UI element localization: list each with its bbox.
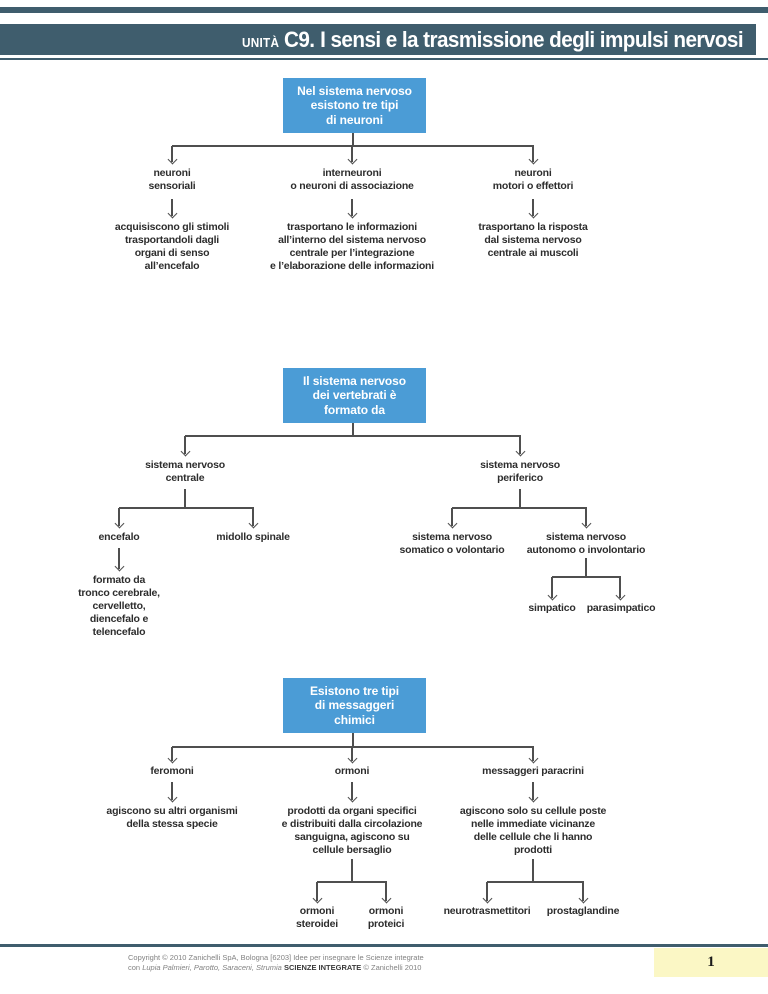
node-prostaglandine: prostaglandine: [546, 905, 620, 917]
arrow-down-icon: [446, 508, 459, 528]
page-number: 1: [707, 954, 715, 970]
node-parasimpatico: parasimpatico: [586, 602, 656, 614]
arrow-down-icon: [527, 782, 540, 802]
node-ormoni-proteici: ormoni proteici: [367, 905, 405, 930]
arrow-down-icon: [527, 199, 540, 218]
arrow-down-icon: [166, 146, 179, 164]
node-simpatico: simpatico: [528, 602, 576, 614]
desc-feromoni: agiscono su altri organismi della stessa…: [106, 805, 238, 830]
arrow-down-icon: [546, 577, 559, 600]
tree-line: [317, 881, 387, 883]
arrow-down-icon: [113, 508, 126, 528]
copyright-notice: Copyright © 2010 Zanichelli SpA, Bologna…: [128, 953, 424, 973]
node-ormoni: ormoni: [334, 765, 370, 777]
node-encefalo: encefalo: [98, 531, 140, 543]
map2-root-box: Il sistema nervoso dei vertebrati è form…: [283, 368, 426, 423]
tree-line: [352, 423, 354, 436]
unit-code: C9.: [283, 26, 315, 52]
tree-line: [184, 489, 186, 508]
tree-line: [185, 435, 521, 437]
desc-ormoni: prodotti da organi specifici e distribui…: [281, 805, 423, 856]
arrow-down-icon: [481, 882, 494, 903]
node-snp: sistema nervoso periferico: [480, 459, 560, 484]
arrow-down-icon: [166, 199, 179, 218]
tree-line: [352, 733, 354, 747]
arrow-down-icon: [580, 508, 593, 528]
arrow-down-icon: [179, 436, 192, 456]
node-neuroni-motori: neuroni motori o effettori: [492, 167, 574, 192]
arrow-down-icon: [113, 548, 126, 571]
desc-neuroni-sensoriali: acquisiscono gli stimoli trasportandoli …: [114, 221, 230, 272]
copyright-line1: Copyright © 2010 Zanichelli SpA, Bologna…: [128, 953, 424, 962]
tree-line: [519, 489, 521, 508]
arrow-down-icon: [346, 199, 359, 218]
tree-line: [119, 507, 254, 509]
copyright-line2: con Lupia Palmieri, Parotto, Saraceni, S…: [128, 963, 424, 973]
map3-root-box: Esistono tre tipi di messaggeri chimici: [283, 678, 426, 733]
arrow-down-icon: [346, 146, 359, 164]
footer-rule: [0, 944, 768, 947]
node-autonomo: sistema nervoso autonomo o involontario: [526, 531, 646, 556]
authors: Lupia Palmieri, Parotto, Saraceni, Strum…: [142, 963, 282, 972]
node-somatico: sistema nervoso somatico o volontario: [399, 531, 505, 556]
arrow-down-icon: [527, 747, 540, 763]
arrow-down-icon: [527, 146, 540, 164]
node-ormoni-steroidei: ormoni steroidei: [296, 905, 338, 930]
node-snc: sistema nervoso centrale: [145, 459, 225, 484]
copyright-suffix: © Zanichelli 2010: [361, 963, 422, 972]
arrow-down-icon: [346, 747, 359, 763]
unit-label: UNITÀ: [241, 35, 280, 50]
arrow-down-icon: [311, 882, 324, 903]
arrow-down-icon: [577, 882, 590, 903]
arrow-down-icon: [380, 882, 393, 903]
node-feromoni: feromoni: [150, 765, 194, 777]
map1-root-box: Nel sistema nervoso esistono tre tipi di…: [283, 78, 426, 133]
copyright-prefix: con: [128, 963, 143, 972]
node-messaggeri-paracrini: messaggeri paracrini: [482, 765, 584, 777]
desc-neuroni-motori: trasportano la risposta dal sistema nerv…: [478, 221, 588, 259]
arrow-down-icon: [247, 508, 260, 528]
tree-line: [532, 859, 534, 882]
tree-line: [352, 133, 354, 147]
header-rule: [0, 58, 768, 60]
tree-line: [487, 881, 584, 883]
tree-line: [552, 576, 621, 578]
unit-title: I sensi e la trasmissione degli impulsi …: [320, 26, 743, 52]
arrow-down-icon: [166, 782, 179, 802]
tree-line: [585, 558, 587, 577]
desc-interneuroni: trasportano le informazioni all’interno …: [270, 221, 434, 272]
series-title: SCIENZE INTEGRATE: [283, 963, 362, 972]
arrow-down-icon: [346, 782, 359, 802]
node-neuroni-sensoriali: neuroni sensoriali: [148, 167, 196, 192]
arrow-down-icon: [166, 747, 179, 763]
tree-line: [351, 859, 353, 882]
arrow-down-icon: [614, 577, 627, 600]
header-top-strip: [0, 7, 768, 13]
tree-line: [452, 507, 587, 509]
desc-encefalo: formato da tronco cerebrale, cervelletto…: [78, 574, 160, 638]
page-number-badge: 1: [654, 948, 768, 977]
node-midollo-spinale: midollo spinale: [216, 531, 290, 543]
arrow-down-icon: [514, 436, 527, 456]
node-neurotrasmettitori: neurotrasmettitori: [443, 905, 531, 917]
desc-messaggeri-paracrini: agiscono solo su cellule poste nelle imm…: [459, 805, 607, 856]
node-interneuroni: interneuroni o neuroni di associazione: [290, 167, 414, 192]
